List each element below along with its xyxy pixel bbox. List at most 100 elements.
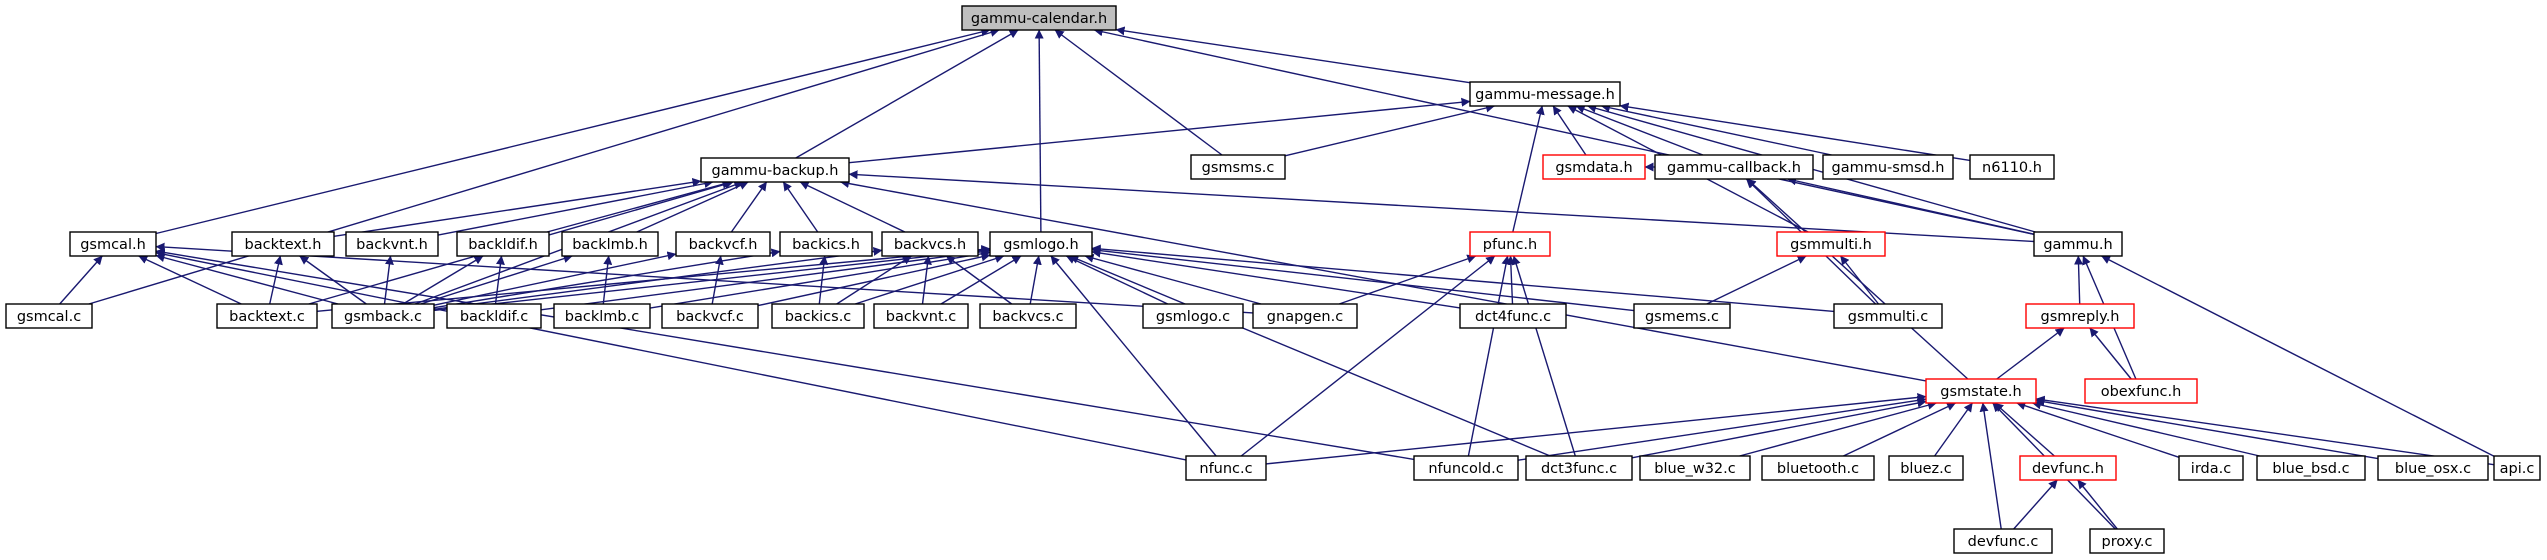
node-box[interactable] bbox=[1969, 154, 2055, 180]
node-box[interactable] bbox=[1822, 154, 1954, 180]
node-box[interactable] bbox=[2019, 455, 2117, 481]
node-box[interactable] bbox=[979, 303, 1077, 329]
node-gsmems-c[interactable]: gsmems.c bbox=[1633, 303, 1731, 329]
node-box[interactable] bbox=[1142, 303, 1244, 329]
node-box[interactable] bbox=[675, 231, 771, 257]
node-irda-c[interactable]: irda.c bbox=[2178, 455, 2244, 481]
node-box[interactable] bbox=[1459, 303, 1567, 329]
node-backvcf-c[interactable]: backvcf.c bbox=[661, 303, 759, 329]
node-n6110-h[interactable]: n6110.h bbox=[1969, 154, 2055, 180]
node-backlmb-c[interactable]: backlmb.c bbox=[553, 303, 651, 329]
node-blue-w32-c[interactable]: blue_w32.c bbox=[1639, 455, 1751, 481]
node-box[interactable] bbox=[561, 231, 659, 257]
node-gsmsms-c[interactable]: gsmsms.c bbox=[1190, 154, 1286, 180]
node-box[interactable] bbox=[216, 303, 318, 329]
node-gsmstate-h[interactable]: gsmstate.h bbox=[1925, 378, 2037, 404]
node-box[interactable] bbox=[446, 303, 542, 329]
node-box[interactable] bbox=[989, 231, 1093, 257]
node-gammu-h[interactable]: gammu.h bbox=[2033, 231, 2123, 257]
node-box[interactable] bbox=[2256, 455, 2366, 481]
node-dct4func-c[interactable]: dct4func.c bbox=[1459, 303, 1567, 329]
node-box[interactable] bbox=[456, 231, 550, 257]
node-bluetooth-c[interactable]: bluetooth.c bbox=[1761, 455, 1875, 481]
node-devfunc-h[interactable]: devfunc.h bbox=[2019, 455, 2117, 481]
node-nfunc-c[interactable]: nfunc.c bbox=[1185, 455, 1267, 481]
node-blue-osx-c[interactable]: blue_osx.c bbox=[2377, 455, 2489, 481]
node-backics-c[interactable]: backics.c bbox=[771, 303, 865, 329]
node-gsmlogo-c[interactable]: gsmlogo.c bbox=[1142, 303, 1244, 329]
node-gsmcal-c[interactable]: gsmcal.c bbox=[5, 303, 93, 329]
node-box[interactable] bbox=[1654, 154, 1814, 180]
node-gammu-smsd-h[interactable]: gammu-smsd.h bbox=[1822, 154, 1954, 180]
node-box[interactable] bbox=[2377, 455, 2489, 481]
node-box[interactable] bbox=[1888, 455, 1964, 481]
node-devfunc-c[interactable]: devfunc.c bbox=[1953, 528, 2053, 554]
node-box[interactable] bbox=[873, 303, 969, 329]
node-blue-bsd-c[interactable]: blue_bsd.c bbox=[2256, 455, 2366, 481]
node-box[interactable] bbox=[961, 5, 1117, 31]
node-box[interactable] bbox=[2493, 455, 2541, 481]
node-gammu-message-h[interactable]: gammu-message.h bbox=[1469, 81, 1621, 107]
node-bluez-c[interactable]: bluez.c bbox=[1888, 455, 1964, 481]
node-backvcs-h[interactable]: backvcs.h bbox=[881, 231, 979, 257]
node-box[interactable] bbox=[2089, 528, 2165, 554]
node-backldif-c[interactable]: backldif.c bbox=[446, 303, 542, 329]
node-box[interactable] bbox=[1469, 231, 1551, 257]
node-gammu-callback-h[interactable]: gammu-callback.h bbox=[1654, 154, 1814, 180]
node-box[interactable] bbox=[2178, 455, 2244, 481]
node-box[interactable] bbox=[1761, 455, 1875, 481]
node-backvcs-c[interactable]: backvcs.c bbox=[979, 303, 1077, 329]
node-box[interactable] bbox=[1542, 154, 1646, 180]
node-dct3func-c[interactable]: dct3func.c bbox=[1525, 455, 1633, 481]
node-proxy-c[interactable]: proxy.c bbox=[2089, 528, 2165, 554]
node-box[interactable] bbox=[779, 231, 873, 257]
node-box[interactable] bbox=[69, 231, 157, 257]
node-box[interactable] bbox=[881, 231, 979, 257]
node-box[interactable] bbox=[345, 231, 439, 257]
node-box[interactable] bbox=[1925, 378, 2037, 404]
node-gnapgen-c[interactable]: gnapgen.c bbox=[1252, 303, 1358, 329]
node-gsmlogo-h[interactable]: gsmlogo.h bbox=[989, 231, 1093, 257]
node-box[interactable] bbox=[700, 157, 850, 183]
node-box[interactable] bbox=[771, 303, 865, 329]
node-box[interactable] bbox=[2025, 303, 2135, 329]
node-box[interactable] bbox=[1190, 154, 1286, 180]
node-gsmcal-h[interactable]: gsmcal.h bbox=[69, 231, 157, 257]
node-backtext-c[interactable]: backtext.c bbox=[216, 303, 318, 329]
node-box[interactable] bbox=[661, 303, 759, 329]
node-gsmreply-h[interactable]: gsmreply.h bbox=[2025, 303, 2135, 329]
node-box[interactable] bbox=[1252, 303, 1358, 329]
node-gammu-calendar-h[interactable]: gammu-calendar.h bbox=[961, 5, 1117, 31]
node-box[interactable] bbox=[1776, 231, 1886, 257]
node-gsmback-c[interactable]: gsmback.c bbox=[331, 303, 435, 329]
node-backtext-h[interactable]: backtext.h bbox=[231, 231, 335, 257]
node-gsmmulti-c[interactable]: gsmmulti.c bbox=[1833, 303, 1943, 329]
node-gsmdata-h[interactable]: gsmdata.h bbox=[1542, 154, 1646, 180]
node-box[interactable] bbox=[1525, 455, 1633, 481]
node-box[interactable] bbox=[1469, 81, 1621, 107]
node-box[interactable] bbox=[2084, 378, 2198, 404]
node-box[interactable] bbox=[1185, 455, 1267, 481]
node-box[interactable] bbox=[231, 231, 335, 257]
node-backldif-h[interactable]: backldif.h bbox=[456, 231, 550, 257]
node-box[interactable] bbox=[331, 303, 435, 329]
node-box[interactable] bbox=[1953, 528, 2053, 554]
node-nfuncold-c[interactable]: nfuncold.c bbox=[1413, 455, 1519, 481]
node-gammu-backup-h[interactable]: gammu-backup.h bbox=[700, 157, 850, 183]
node-backvnt-c[interactable]: backvnt.c bbox=[873, 303, 969, 329]
node-box[interactable] bbox=[1833, 303, 1943, 329]
node-backics-h[interactable]: backics.h bbox=[779, 231, 873, 257]
node-pfunc-h[interactable]: pfunc.h bbox=[1469, 231, 1551, 257]
node-backvnt-h[interactable]: backvnt.h bbox=[345, 231, 439, 257]
node-box[interactable] bbox=[2033, 231, 2123, 257]
node-obexfunc-h[interactable]: obexfunc.h bbox=[2084, 378, 2198, 404]
node-box[interactable] bbox=[1413, 455, 1519, 481]
node-api-c[interactable]: api.c bbox=[2493, 455, 2541, 481]
node-gsmmulti-h[interactable]: gsmmulti.h bbox=[1776, 231, 1886, 257]
node-backvcf-h[interactable]: backvcf.h bbox=[675, 231, 771, 257]
node-box[interactable] bbox=[1633, 303, 1731, 329]
node-box[interactable] bbox=[553, 303, 651, 329]
node-box[interactable] bbox=[1639, 455, 1751, 481]
node-backlmb-h[interactable]: backlmb.h bbox=[561, 231, 659, 257]
node-box[interactable] bbox=[5, 303, 93, 329]
